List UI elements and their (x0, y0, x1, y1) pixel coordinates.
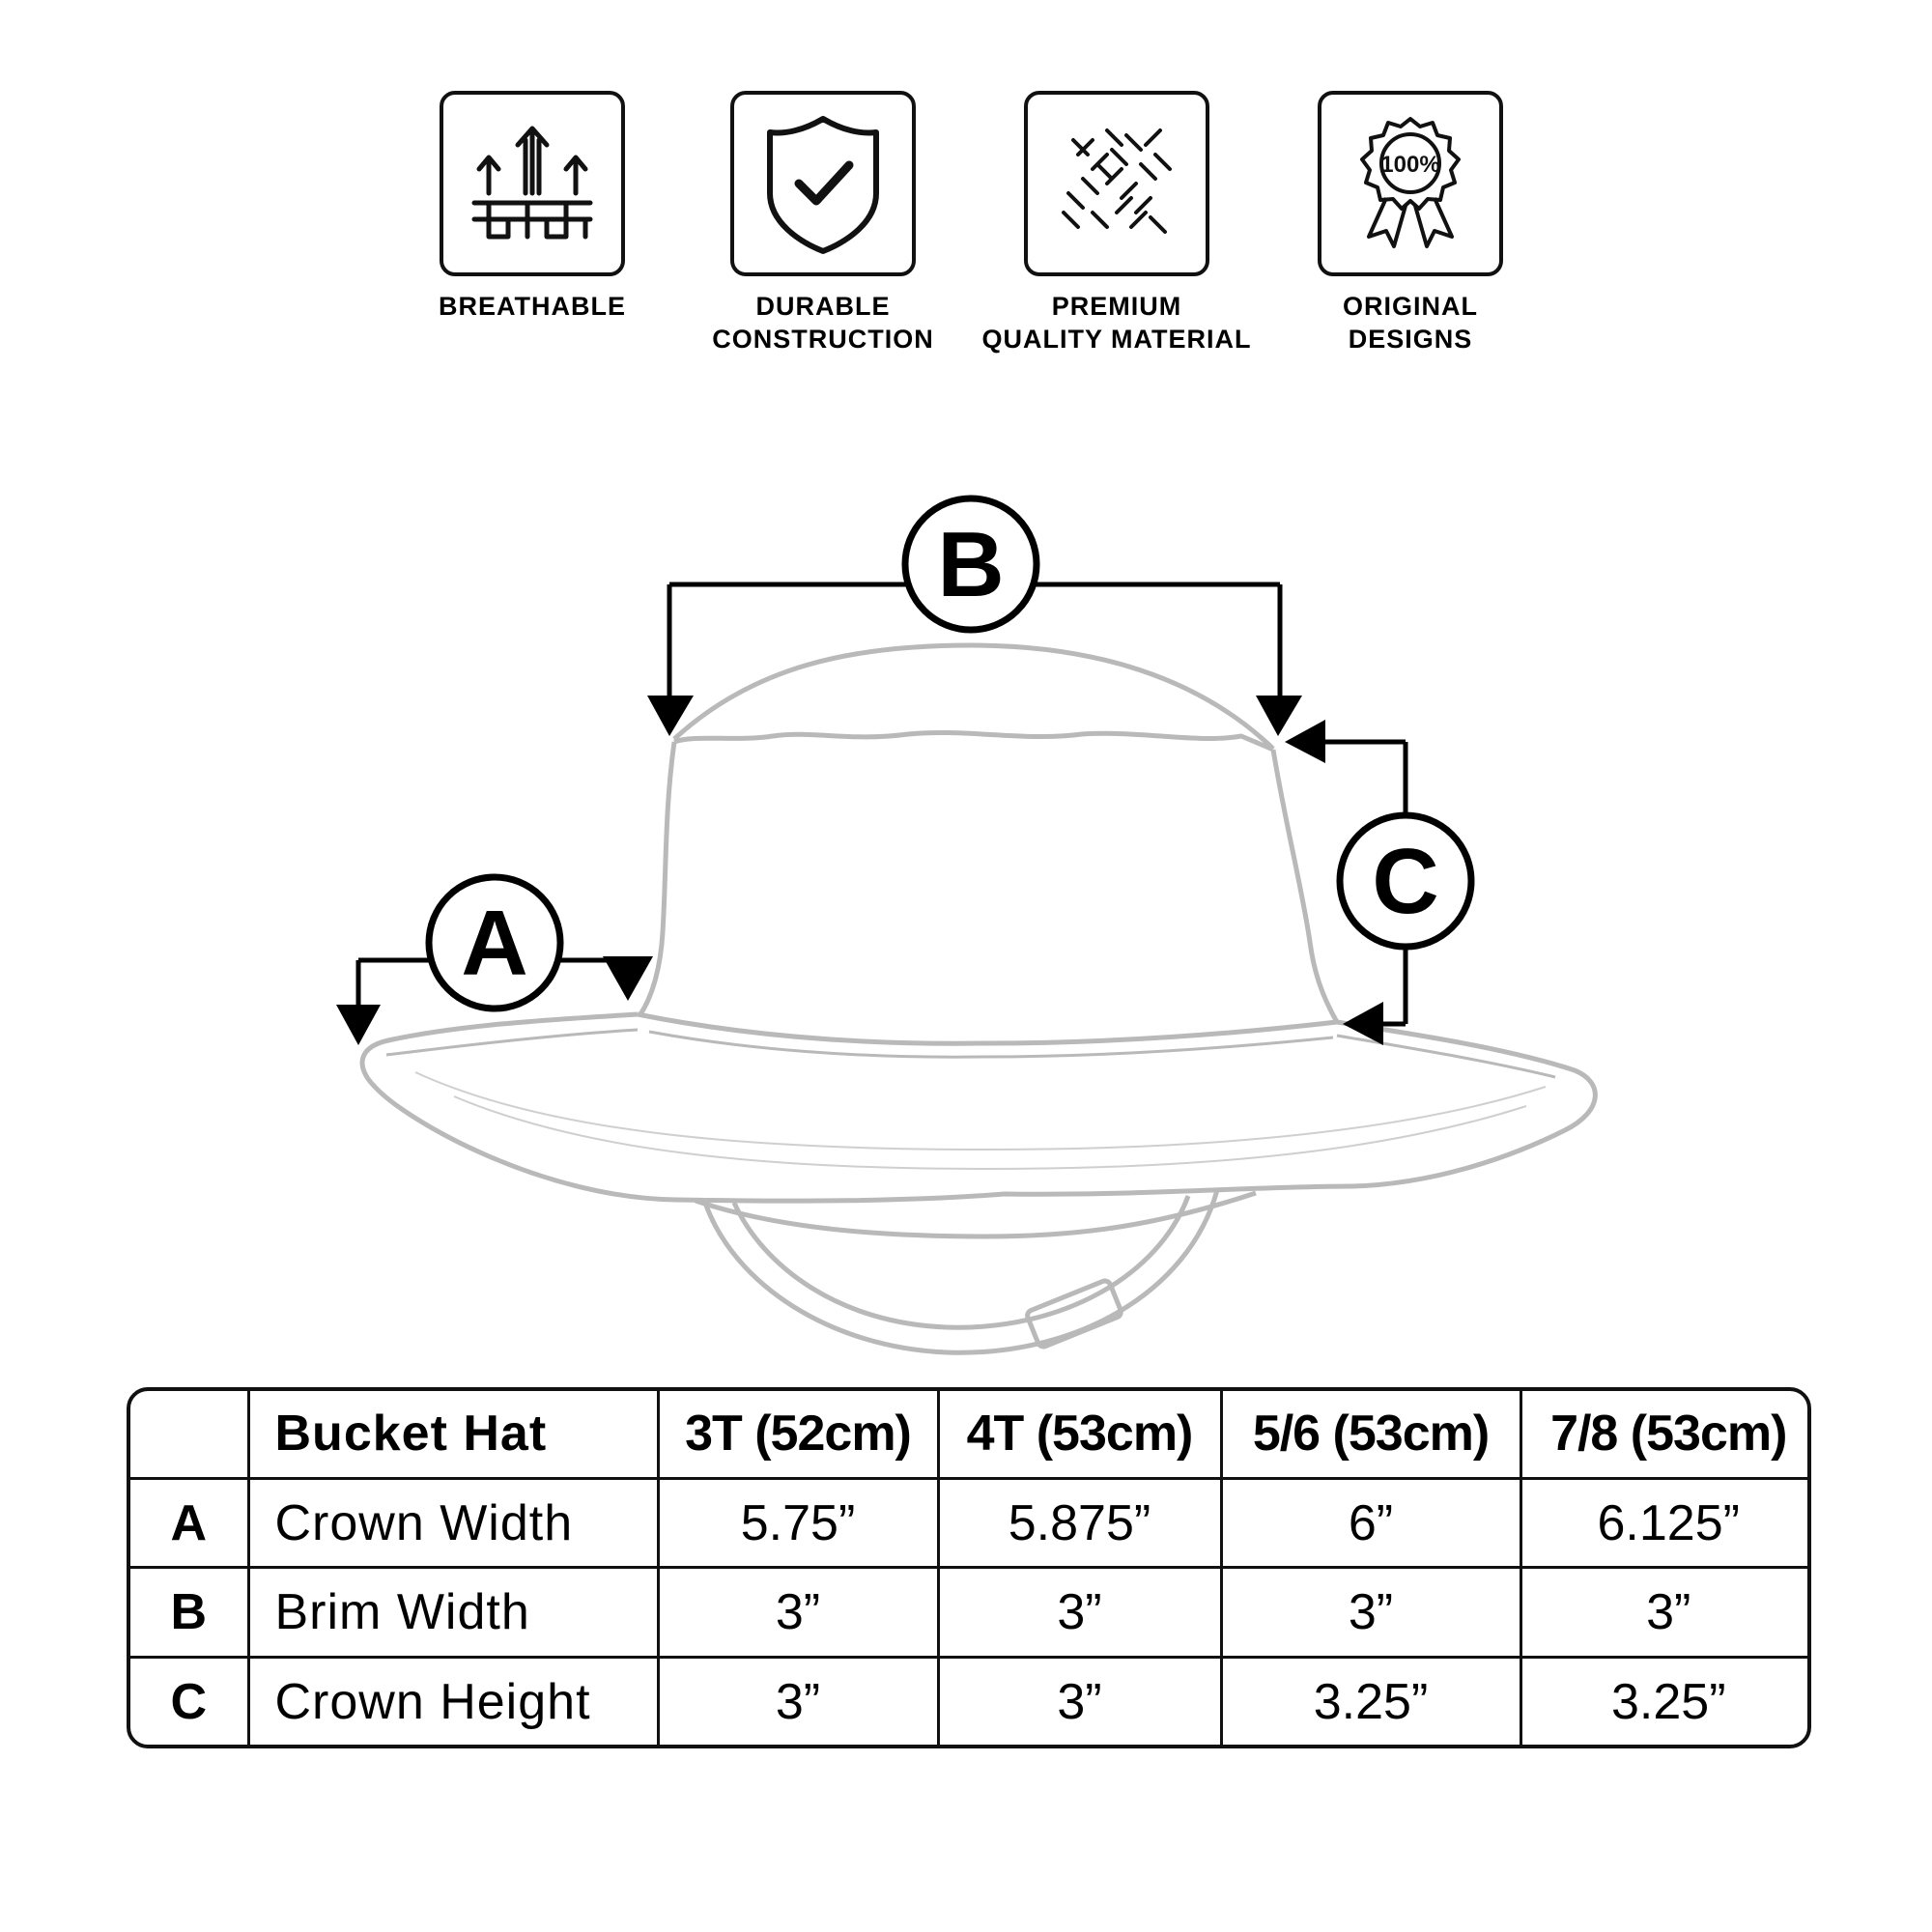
feature-durable: DURABLE CONSTRUCTION (678, 91, 968, 355)
measurement-name: Crown Height (246, 1656, 660, 1745)
measurement-value: 3” (1519, 1566, 1807, 1660)
measurement-name: Crown Width (246, 1476, 660, 1570)
table-row: C Crown Height 3” 3” 3.25” 3.25” (130, 1656, 1807, 1745)
product-name: Bucket Hat (246, 1391, 660, 1480)
table-corner-cell (130, 1391, 250, 1480)
feature-label: PREMIUM QUALITY MATERIAL (981, 292, 1252, 354)
woven-fabric-icon (1024, 91, 1209, 276)
measurement-value: 6.125” (1519, 1476, 1807, 1570)
label-c: C (1372, 830, 1438, 933)
label-a: A (461, 892, 527, 995)
measurement-value: 3.25” (1219, 1656, 1522, 1745)
feature-breathable: BREATHABLE (387, 91, 677, 323)
feature-label: BREATHABLE (439, 292, 626, 321)
shield-check-icon (730, 91, 916, 276)
arrow-heads (336, 696, 1383, 1045)
label-b-marker: B (901, 495, 1040, 634)
hat-diagram: B A C (336, 495, 1598, 1355)
size-header: 4T (53cm) (936, 1391, 1223, 1480)
measurement-value: 3.25” (1519, 1656, 1807, 1745)
label-c-marker: C (1336, 811, 1475, 951)
measurement-value: 3” (1219, 1566, 1522, 1660)
table-header-row: Bucket Hat 3T (52cm) 4T (53cm) 5/6 (53cm… (130, 1391, 1807, 1480)
measurement-name: Brim Width (246, 1566, 660, 1660)
feature-original: 100% ORIGINAL DESIGNS (1265, 91, 1555, 355)
measurement-value: 5.875” (936, 1476, 1223, 1570)
size-header: 7/8 (53cm) (1519, 1391, 1807, 1480)
size-table: Bucket Hat 3T (52cm) 4T (53cm) 5/6 (53cm… (127, 1387, 1811, 1748)
badge-text: 100% (1380, 152, 1439, 178)
table-row: A Crown Width 5.75” 5.875” 6” 6.125” (130, 1476, 1807, 1570)
measurement-value: 5.75” (656, 1476, 940, 1570)
feature-label: ORIGINAL DESIGNS (1343, 292, 1478, 354)
feature-label: DURABLE CONSTRUCTION (712, 292, 934, 354)
row-letter: A (130, 1476, 250, 1570)
feature-premium: PREMIUM QUALITY MATERIAL (972, 91, 1262, 355)
size-header: 5/6 (53cm) (1219, 1391, 1522, 1480)
label-a-marker: A (425, 873, 564, 1012)
measurement-value: 3” (656, 1656, 940, 1745)
row-letter: B (130, 1566, 250, 1660)
bucket-hat-drawing (359, 642, 1598, 1355)
measurement-value: 3” (656, 1566, 940, 1660)
measurement-value: 3” (936, 1656, 1223, 1745)
award-ribbon-icon: 100% (1318, 91, 1503, 276)
label-b: B (937, 513, 1004, 616)
row-letter: C (130, 1656, 250, 1745)
measurement-value: 6” (1219, 1476, 1522, 1570)
size-header: 3T (52cm) (656, 1391, 940, 1480)
dimension-lines (355, 582, 1408, 1027)
table-row: B Brim Width 3” 3” 3” 3” (130, 1566, 1807, 1660)
breathable-icon (440, 91, 625, 276)
measurement-value: 3” (936, 1566, 1223, 1660)
